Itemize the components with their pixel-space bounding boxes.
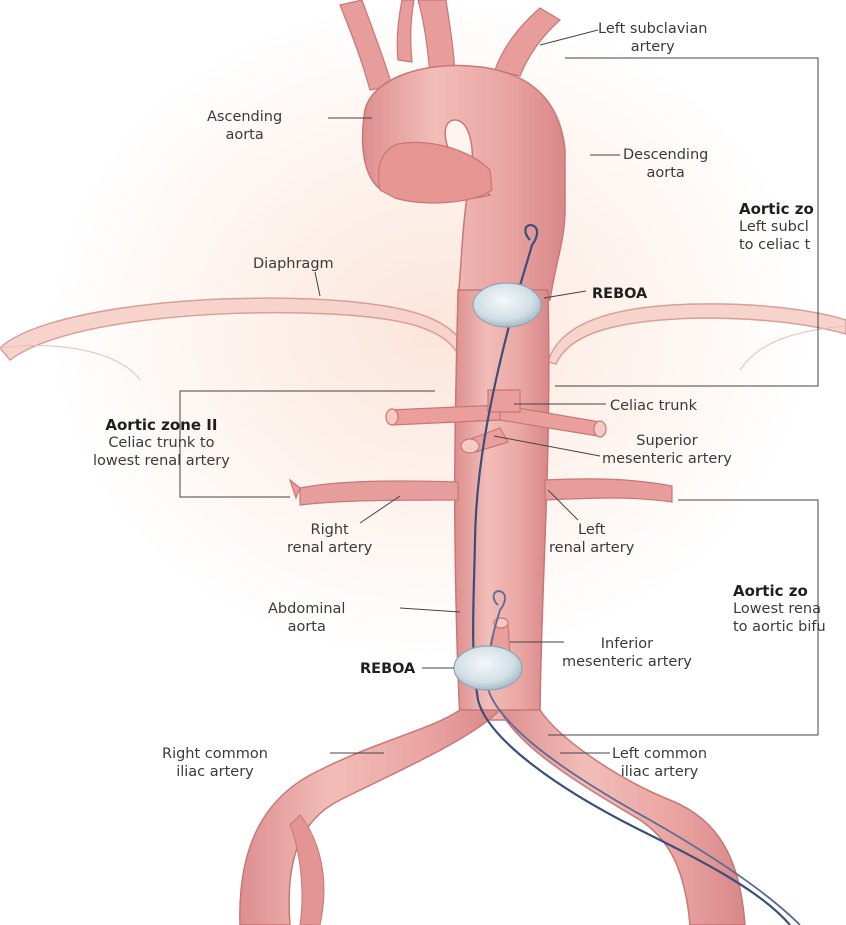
- zone-2-box: Aortic zone II Celiac trunk to lowest re…: [93, 416, 230, 470]
- diaphragm-label: Diaphragm: [253, 255, 334, 273]
- iliac-arteries: [240, 710, 745, 925]
- zone-2-title: Aortic zone II: [93, 416, 230, 434]
- inferior-mesenteric-label: Inferior mesenteric artery: [562, 635, 692, 671]
- zone-1-box: Aortic zo Left subcl to celiac t: [739, 200, 814, 254]
- right-renal-label: Right renal artery: [287, 521, 372, 557]
- zone-1-desc-line2: to celiac t: [739, 236, 814, 254]
- zone-3-desc-line2: to aortic bifu: [733, 618, 826, 636]
- ascending-aorta-label: Ascending aorta: [207, 108, 282, 144]
- zone-1-desc-line1: Left subcl: [739, 218, 814, 236]
- left-renal-label: Left renal artery: [549, 521, 634, 557]
- descending-aorta-label: Descending aorta: [623, 146, 708, 182]
- left-subclavian-label: Left subclavian artery: [598, 20, 707, 56]
- abdominal-aorta-label: Abdominal aorta: [268, 600, 345, 636]
- reboa-balloon-upper: [473, 283, 541, 327]
- zone-3-title: Aortic zo: [733, 582, 826, 600]
- right-common-iliac-label: Right common iliac artery: [162, 745, 268, 781]
- zone-2-desc-line1: Celiac trunk to: [93, 434, 230, 452]
- celiac-trunk-label: Celiac trunk: [610, 397, 697, 415]
- reboa-upper-label: REBOA: [592, 285, 647, 303]
- zone-2-desc-line2: lowest renal artery: [93, 452, 230, 470]
- zone-1-title: Aortic zo: [739, 200, 814, 218]
- zone-3-desc-line1: Lowest rena: [733, 600, 826, 618]
- left-common-iliac-label: Left common iliac artery: [612, 745, 707, 781]
- reboa-balloon-lower: [454, 646, 522, 690]
- superior-mesenteric-label: Superior mesenteric artery: [602, 432, 732, 468]
- reboa-lower-label: REBOA: [360, 660, 415, 678]
- zone-3-box: Aortic zo Lowest rena to aortic bifu: [733, 582, 826, 636]
